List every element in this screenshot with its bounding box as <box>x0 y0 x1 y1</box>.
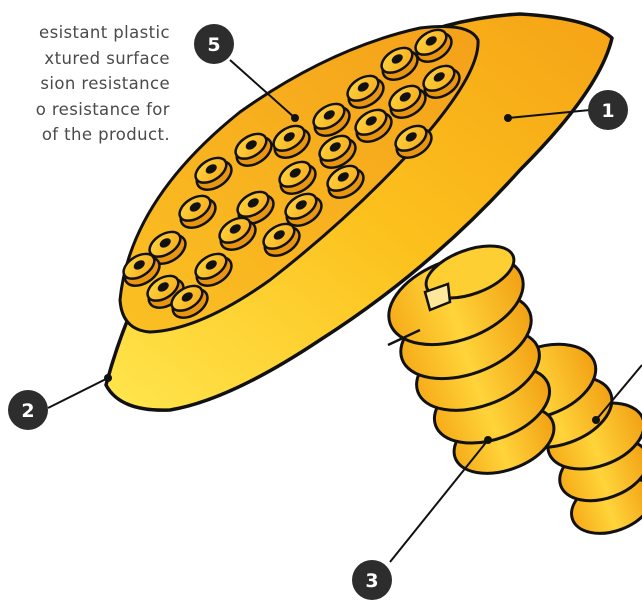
callout-3: 3 <box>352 560 392 600</box>
callout-2: 2 <box>8 390 48 430</box>
stem-ribs <box>377 236 642 544</box>
callout-2-label: 2 <box>21 400 34 422</box>
callout-1: 1 <box>588 90 628 130</box>
callout-1-label: 1 <box>601 100 614 122</box>
callout-5: 5 <box>194 24 234 64</box>
callout-3-label: 3 <box>365 570 378 592</box>
anchor-stem <box>377 236 642 544</box>
callout-5-label: 5 <box>207 34 220 56</box>
